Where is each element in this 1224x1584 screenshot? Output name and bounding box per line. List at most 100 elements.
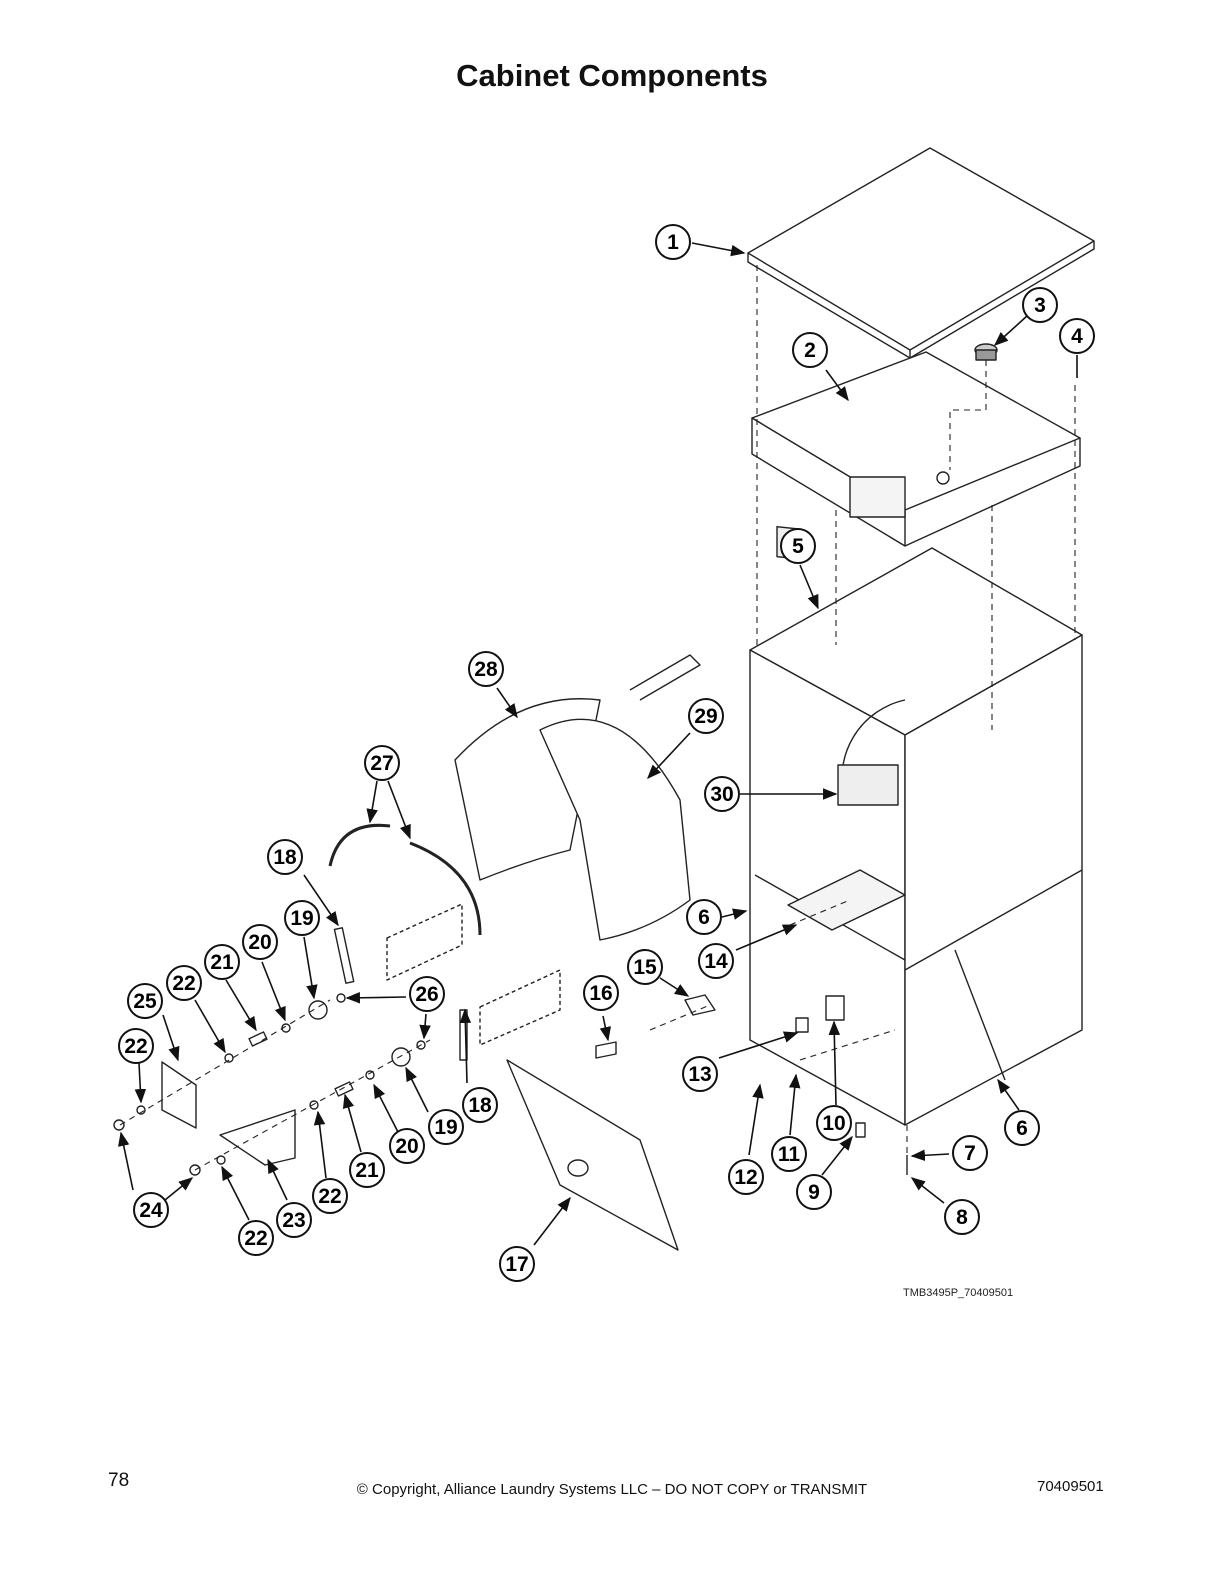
callout-circle (468, 651, 504, 687)
callout-9: 9 (796, 1174, 832, 1210)
callout-label: 27 (370, 752, 393, 775)
figure-id: TMB3495P_70409501 (903, 1287, 1014, 1299)
callout-label: 16 (589, 982, 612, 1005)
callout-circle (267, 839, 303, 875)
callout-label: 10 (822, 1112, 845, 1135)
callout-circle (583, 975, 619, 1011)
callout-label: 12 (734, 1166, 757, 1189)
trim-strip-part (328, 823, 482, 936)
callout-17: 17 (499, 1246, 535, 1282)
callout-label: 21 (355, 1159, 379, 1182)
callout-circle (796, 1174, 832, 1210)
small-hardware-parts (113, 903, 908, 1176)
callout-24: 24 (133, 1192, 169, 1228)
callout-label: 13 (688, 1063, 711, 1086)
callout-label: 8 (956, 1206, 968, 1229)
callout-circle (698, 943, 734, 979)
page-title: Cabinet Components (456, 58, 768, 93)
callout-label: 26 (415, 983, 438, 1006)
callout-22: 22 (166, 965, 202, 1001)
document-number: 70409501 (1037, 1478, 1104, 1495)
callout-circle (238, 1220, 274, 1256)
callout-circle (686, 899, 722, 935)
callout-circle (1022, 287, 1058, 323)
callout-2: 2 (792, 332, 828, 368)
callout-circle (655, 224, 691, 260)
callout-label: 22 (318, 1185, 341, 1208)
callout-circle (771, 1136, 807, 1172)
callout-29: 29 (688, 698, 724, 734)
callout-label: 3 (1034, 294, 1046, 317)
callout-28: 28 (468, 651, 504, 687)
callout-circle (389, 1128, 425, 1164)
callout-label: 2 (804, 339, 816, 362)
callout-12: 12 (728, 1159, 764, 1195)
callout-circle (428, 1109, 464, 1145)
callout-circle (627, 949, 663, 985)
callout-circle (204, 944, 240, 980)
callout-label: 15 (633, 956, 657, 979)
callout-18: 18 (462, 1087, 498, 1123)
callout-circle (688, 698, 724, 734)
callout-16: 16 (583, 975, 619, 1011)
callout-label: 5 (792, 535, 804, 558)
callout-23: 23 (276, 1202, 312, 1238)
leader-arrows (118, 242, 1078, 1246)
callout-label: 20 (248, 931, 271, 954)
main-cabinet-part (749, 547, 1083, 1126)
callout-label: 11 (778, 1143, 801, 1166)
callout-3: 3 (1022, 287, 1058, 323)
callout-15: 15 (627, 949, 663, 985)
callout-circle (728, 1159, 764, 1195)
callout-circle (499, 1246, 535, 1282)
lint-panel-part (506, 1059, 679, 1251)
callout-circle (284, 900, 320, 936)
callout-13: 13 (682, 1056, 718, 1092)
callout-14: 14 (698, 943, 734, 979)
callout-22: 22 (238, 1220, 274, 1256)
callout-circle (166, 965, 202, 1001)
assembly-guide-lines (119, 265, 1076, 1171)
callout-circle (462, 1087, 498, 1123)
callout-circle (952, 1135, 988, 1171)
callout-label: 29 (694, 705, 717, 728)
callout-label: 9 (808, 1181, 820, 1204)
callout-18: 18 (267, 839, 303, 875)
callout-circle (816, 1105, 852, 1141)
callout-circle (127, 983, 163, 1019)
callout-10: 10 (816, 1105, 852, 1141)
callout-label: 22 (244, 1227, 267, 1250)
callout-label: 18 (273, 846, 297, 869)
callout-circle (1004, 1110, 1040, 1146)
callout-22: 22 (118, 1028, 154, 1064)
drum-shell-part (454, 654, 701, 941)
control-hood-part (751, 351, 1081, 560)
copyright-notice: © Copyright, Alliance Laundry Systems LL… (356, 1481, 868, 1498)
top-panel-part (747, 147, 1095, 359)
callout-21: 21 (204, 944, 240, 980)
callout-label: 20 (395, 1135, 418, 1158)
callout-circle (118, 1028, 154, 1064)
callout-22: 22 (312, 1178, 348, 1214)
callout-circle (364, 745, 400, 781)
callout-circle (276, 1202, 312, 1238)
callout-30: 30 (704, 776, 740, 812)
callout-label: 6 (698, 906, 710, 929)
callout-label: 25 (133, 990, 157, 1013)
callout-label: 21 (210, 951, 234, 974)
callout-circle (409, 976, 445, 1012)
callout-26: 26 (409, 976, 445, 1012)
callout-20: 20 (389, 1128, 425, 1164)
callout-label: 4 (1071, 325, 1083, 348)
callout-label: 24 (139, 1199, 163, 1222)
callout-circle (704, 776, 740, 812)
hinge-bracket-part (161, 1061, 296, 1166)
callout-label: 17 (505, 1253, 528, 1276)
callout-6: 6 (1004, 1110, 1040, 1146)
callout-circle (780, 528, 816, 564)
callout-label: 18 (468, 1094, 492, 1117)
callout-label: 28 (474, 658, 498, 681)
callout-circle (349, 1152, 385, 1188)
callout-label: 30 (710, 783, 733, 806)
